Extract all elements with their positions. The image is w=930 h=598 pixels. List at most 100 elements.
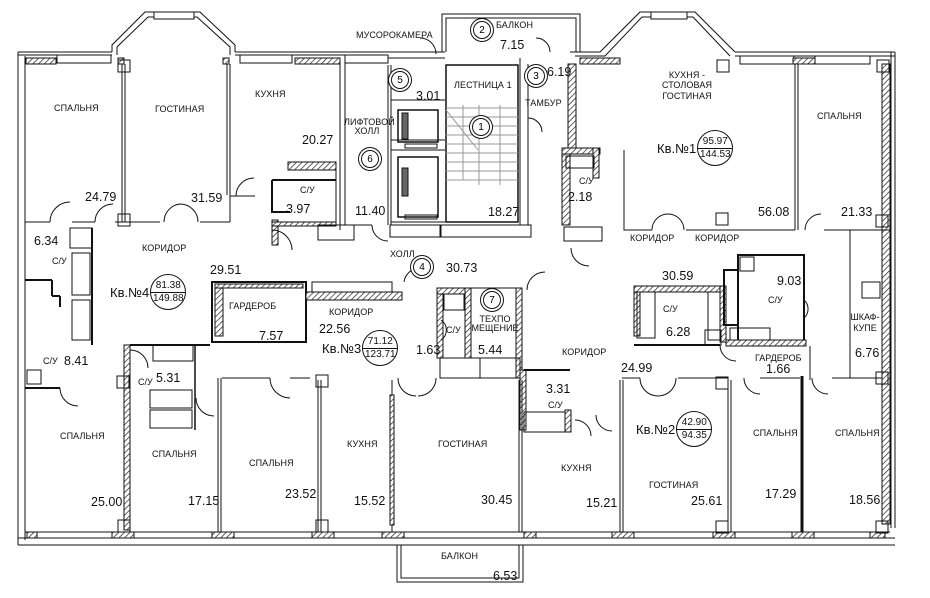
kv4-corridor-area: 29.51 bbox=[210, 263, 242, 277]
balcony-bottom-outline bbox=[396, 545, 524, 583]
balcony-top-label: БАЛКОН bbox=[496, 20, 534, 30]
kv2-living-area: 42.90 bbox=[677, 417, 712, 430]
kv2-corridor-label: КОРИДОР bbox=[562, 347, 607, 357]
stair-label: ЛЕСТНИЦА 1 bbox=[454, 80, 512, 90]
kv3-bedroom1-area: 17.15 bbox=[188, 494, 220, 508]
kv4-wardrobe-area: 7.57 bbox=[259, 329, 284, 343]
kv1-closet-label: ШКАФ-КУПЕ bbox=[850, 312, 880, 333]
hall-area: 30.73 bbox=[446, 261, 478, 275]
elevator-small bbox=[397, 109, 439, 149]
kv2-living-area: 25.61 bbox=[691, 494, 723, 508]
room-number-7: 7 bbox=[483, 291, 501, 309]
room5-area: 3.01 bbox=[416, 89, 441, 103]
kv1-bath-mid-area: 6.28 bbox=[666, 325, 691, 339]
kv3-corridor-area: 22.56 bbox=[319, 322, 351, 336]
kv1-corridor-label-2: КОРИДОР bbox=[695, 233, 740, 243]
room-number-3: 3 bbox=[527, 67, 545, 85]
kv3-bedroom2-area: 23.52 bbox=[285, 487, 317, 501]
kv2-bedroom-label: СПАЛЬНЯ bbox=[753, 428, 798, 438]
kv1-corridor-area: 30.59 bbox=[662, 269, 694, 283]
kv4-bedroom-area: 24.79 bbox=[85, 190, 117, 204]
kv2-badge: Кв.№2 42.90 94.35 bbox=[636, 411, 713, 447]
bathroom-1-63-walls bbox=[436, 287, 481, 379]
exterior-wall-right bbox=[881, 52, 896, 528]
room-number-4: 4 bbox=[413, 258, 431, 276]
exterior-wall-bottom bbox=[18, 531, 895, 546]
staircase bbox=[445, 64, 519, 223]
kv1-bath-large-label: С/У bbox=[768, 295, 783, 305]
bathroom-3-31-walls bbox=[519, 369, 572, 433]
kv2-kitchen-area: 15.21 bbox=[586, 496, 618, 510]
kv2-total-area: 94.35 bbox=[681, 429, 707, 441]
kv2-corridor-area: 24.99 bbox=[621, 361, 653, 375]
kv4-living-area: 81.38 bbox=[151, 280, 186, 293]
kv3-corridor-label: КОРИДОР bbox=[329, 307, 374, 317]
kv2-living-label: ГОСТИНАЯ bbox=[649, 480, 699, 490]
kv1-wardrobe-area: 1.66 bbox=[766, 362, 791, 376]
kv3-bedroom1-label: СПАЛЬНЯ bbox=[152, 449, 197, 459]
kv2-bath-label: С/У bbox=[548, 400, 563, 410]
kv1-bath-small-label: С/У bbox=[579, 176, 594, 186]
kv1-total-area: 144.53 bbox=[699, 148, 731, 160]
exterior-wall-top-left bbox=[18, 51, 112, 65]
kv1-bath-mid-label: С/У bbox=[663, 304, 678, 314]
room-number-5: 5 bbox=[391, 71, 409, 89]
kv4-living-area: 31.59 bbox=[191, 191, 223, 205]
kv1-wardrobe-label: ГАРДЕРОБ bbox=[755, 353, 802, 363]
balcony-top-area: 7.15 bbox=[500, 38, 525, 52]
kv4-total-area: 149.88 bbox=[152, 292, 184, 304]
kv1-bedroom2-label: СПАЛЬНЯ bbox=[835, 428, 880, 438]
vestibule-label: ТАМБУР bbox=[525, 98, 562, 108]
kv3-label: Кв.№3 bbox=[322, 340, 362, 356]
kv4-bath1-label: С/У bbox=[52, 256, 67, 266]
kv1-badge: Кв.№1 95.97 144.53 bbox=[657, 130, 734, 166]
kv4-wardrobe-label: ГАРДЕРОБ bbox=[229, 301, 277, 311]
elevator-large bbox=[397, 156, 439, 220]
kv4-bath2-area: 8.41 bbox=[64, 354, 89, 368]
kv1-kitchen-living-area: 56.08 bbox=[758, 205, 790, 219]
kv2-bedroom-area: 17.29 bbox=[765, 487, 797, 501]
kv1-living-area: 95.97 bbox=[698, 136, 733, 149]
kv2-area-circle: 42.90 94.35 bbox=[676, 411, 713, 447]
kv3-living-area: 30.45 bbox=[481, 493, 513, 507]
bathrooms-right-kv1 bbox=[633, 254, 807, 347]
bathrooms-left-kv4 bbox=[25, 227, 93, 389]
kv3-living-area: 71.12 bbox=[363, 336, 398, 349]
kv1-label: Кв.№1 bbox=[657, 140, 697, 156]
kv3-kitchen-label: КУХНЯ bbox=[347, 439, 378, 449]
kv3-bath-small-label: С/У bbox=[446, 325, 461, 335]
kv2-label: Кв.№2 bbox=[636, 421, 676, 437]
door-swings bbox=[49, 37, 829, 437]
kv3-bath-small-area: 1.63 bbox=[416, 343, 441, 357]
kv2-bath-area: 3.31 bbox=[546, 382, 571, 396]
stair-area: 18.27 bbox=[488, 205, 520, 219]
kv4-label: Кв.№4 bbox=[110, 284, 150, 300]
bathroom-2-18-walls bbox=[561, 147, 603, 242]
kv3-bath-area: 5.31 bbox=[156, 371, 181, 385]
bay-window-right bbox=[570, 11, 736, 65]
room-number-1: 1 bbox=[472, 118, 490, 136]
kv4-kitchen-label: КУХНЯ bbox=[255, 89, 286, 99]
vestibule-area: 6.19 bbox=[547, 65, 572, 79]
kv4-bath-small-area: 3.97 bbox=[286, 202, 311, 216]
kv1-bedroom-area: 21.33 bbox=[841, 205, 873, 219]
kv4-bedroom-label: СПАЛЬНЯ bbox=[54, 103, 99, 113]
kv1-closet-area: 6.76 bbox=[855, 346, 880, 360]
kv1-bedroom2-area: 18.56 bbox=[849, 493, 881, 507]
kv4-living-label: ГОСТИНАЯ bbox=[155, 104, 205, 114]
kv4-bath2-label: С/У bbox=[43, 356, 58, 366]
kv4-bedroom2-label: СПАЛЬНЯ bbox=[60, 431, 105, 441]
garbage-room-label: МУСОРОКАМЕРА bbox=[356, 30, 433, 40]
kv4-badge: Кв.№4 81.38 149.88 bbox=[110, 274, 187, 310]
exterior-wall-top-kitchen bbox=[235, 51, 345, 65]
kv1-area-circle: 95.97 144.53 bbox=[697, 130, 734, 166]
kv1-bedroom-label: СПАЛЬНЯ bbox=[817, 111, 862, 121]
columns bbox=[116, 59, 890, 534]
exterior-wall-top-right bbox=[735, 51, 895, 65]
kv1-corridor-label-1: КОРИДОР bbox=[630, 233, 675, 243]
room-number-6: 6 bbox=[361, 150, 379, 168]
kv1-bath-small-area: 2.18 bbox=[568, 190, 593, 204]
